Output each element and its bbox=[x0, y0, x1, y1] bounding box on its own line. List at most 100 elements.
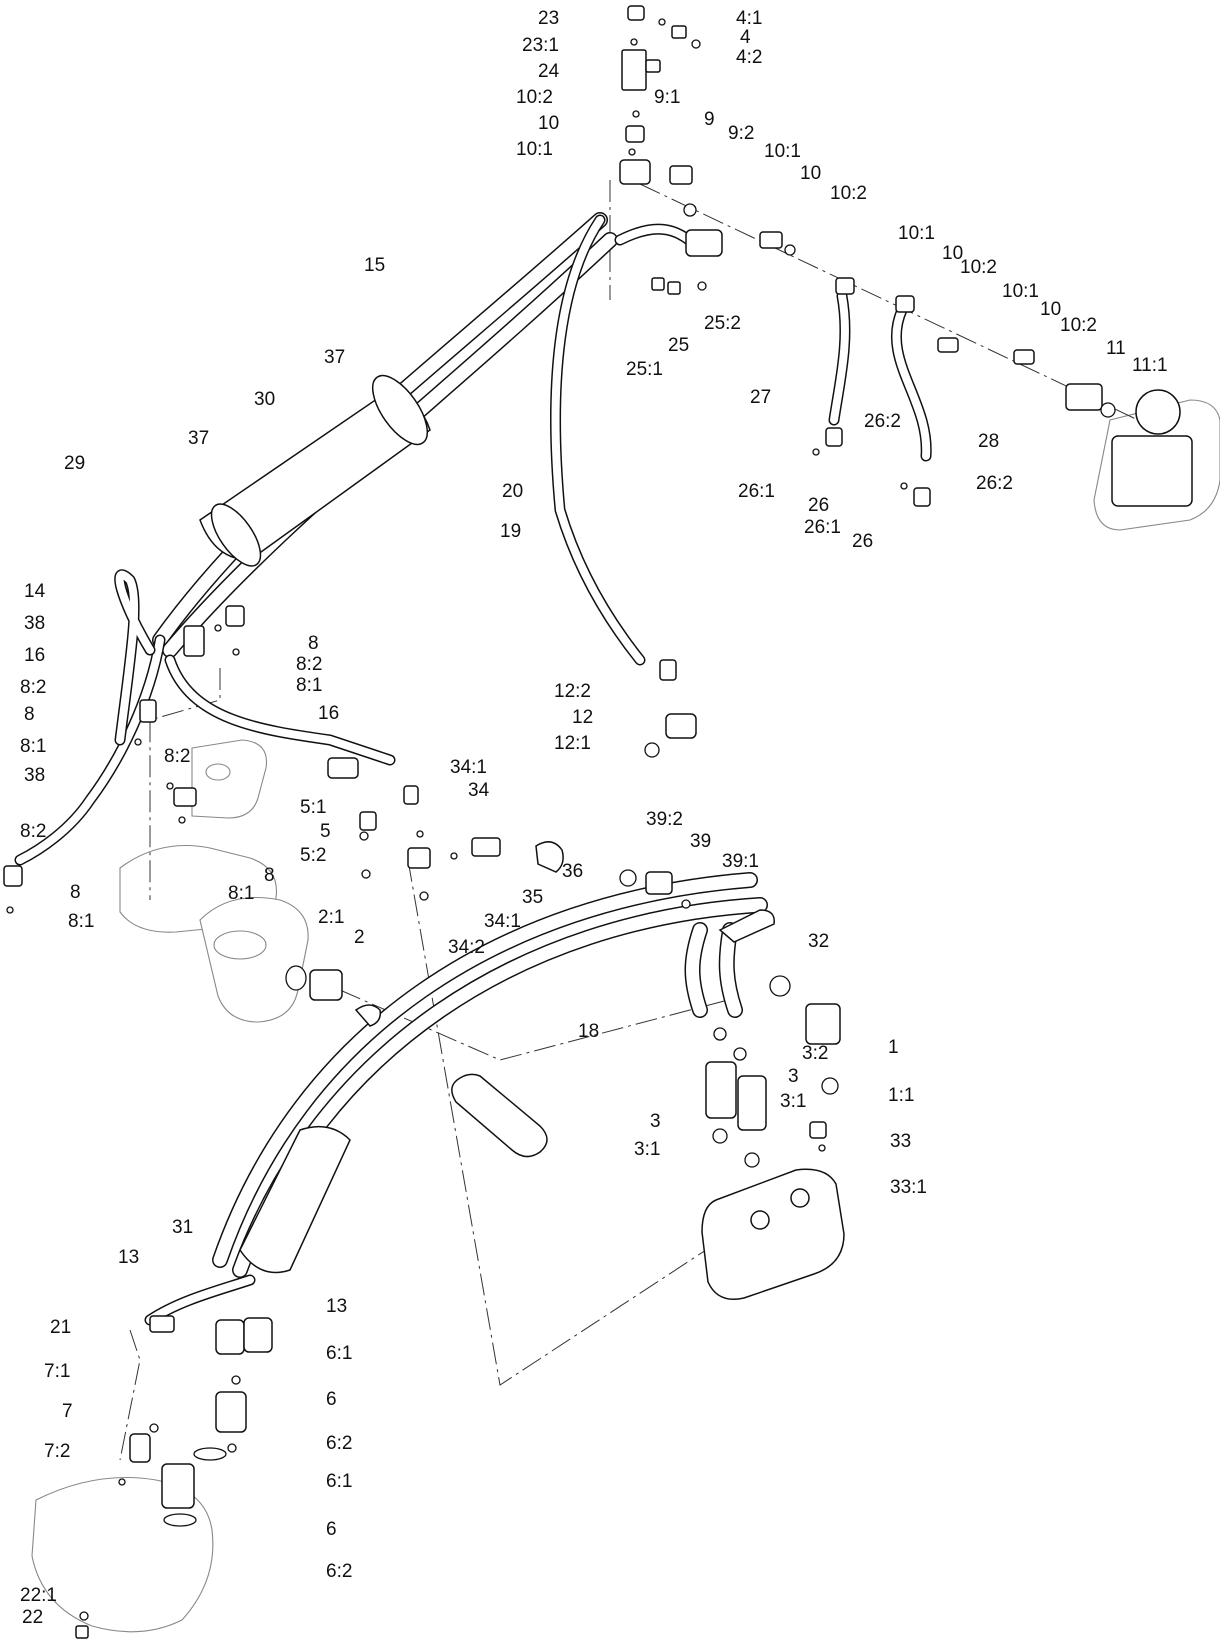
callout-label: 34:1 bbox=[484, 911, 521, 932]
callout-label: 16 bbox=[318, 703, 339, 724]
callout-label: 18 bbox=[578, 1021, 599, 1042]
callout-label: 37 bbox=[188, 428, 209, 449]
callout-label: 11 bbox=[1106, 338, 1126, 359]
callout-label: 10 bbox=[942, 243, 963, 264]
callout-label: 19 bbox=[500, 521, 521, 542]
callout-label: 12:1 bbox=[554, 733, 591, 754]
callout-label: 10:1 bbox=[898, 223, 935, 244]
callout-label: 10:1 bbox=[1002, 281, 1039, 302]
callout-label: 9:1 bbox=[654, 87, 680, 108]
callout-label: 2:1 bbox=[318, 907, 344, 928]
callout-label: 10:2 bbox=[830, 183, 867, 204]
hose-bundle bbox=[14, 212, 932, 1326]
callout-label: 3 bbox=[788, 1066, 799, 1087]
callout-label: 29 bbox=[64, 453, 85, 474]
callout-label: 27 bbox=[750, 387, 771, 408]
callout-label: 35 bbox=[522, 887, 543, 908]
callout-label: 8:2 bbox=[20, 821, 46, 842]
callout-label: 10 bbox=[1040, 299, 1061, 320]
callout-label: 26 bbox=[852, 531, 873, 552]
callout-label: 5:1 bbox=[300, 797, 326, 818]
callout-label: 31 bbox=[172, 1217, 193, 1238]
callout-label: 20 bbox=[502, 481, 523, 502]
callout-label: 6:1 bbox=[326, 1471, 352, 1492]
callout-label: 14 bbox=[24, 581, 46, 602]
callout-label: 13 bbox=[326, 1296, 347, 1317]
callout-label: 10:1 bbox=[764, 141, 801, 162]
callout-label: 28 bbox=[978, 431, 999, 452]
callout-label: 8:2 bbox=[20, 677, 46, 698]
callout-label: 10 bbox=[800, 163, 821, 184]
callout-label: 8:2 bbox=[296, 654, 322, 675]
callout-label: 8 bbox=[264, 865, 275, 886]
callout-label: 39:2 bbox=[646, 809, 683, 830]
callout-label: 26:2 bbox=[864, 411, 901, 432]
callout-label: 12 bbox=[572, 707, 593, 728]
callout-label: 9 bbox=[704, 109, 715, 130]
callout-label: 10:2 bbox=[516, 87, 553, 108]
callout-label: 39:1 bbox=[722, 851, 759, 872]
callout-label: 4 bbox=[740, 27, 751, 48]
callout-label: 34:1 bbox=[450, 757, 487, 778]
callout-label: 22 bbox=[22, 1607, 43, 1628]
callout-label: 6:2 bbox=[326, 1561, 352, 1582]
callout-label: 38 bbox=[24, 765, 45, 786]
callout-label: 33 bbox=[890, 1131, 911, 1152]
callout-label: 8:1 bbox=[68, 911, 94, 932]
callout-label: 38 bbox=[24, 613, 45, 634]
callout-label: 3 bbox=[650, 1111, 661, 1132]
callout-label: 25:2 bbox=[704, 313, 741, 334]
callout-label: 8:1 bbox=[228, 883, 254, 904]
callout-label: 7 bbox=[62, 1401, 73, 1422]
callout-label: 7:1 bbox=[44, 1361, 70, 1382]
callout-label: 23:1 bbox=[522, 35, 559, 56]
callout-label: 7:2 bbox=[44, 1441, 70, 1462]
callout-label: 6 bbox=[326, 1389, 337, 1410]
callout-label: 25:1 bbox=[626, 359, 663, 380]
callout-label: 2 bbox=[354, 927, 365, 948]
callout-label: 13 bbox=[118, 1247, 139, 1268]
callout-label: 3:1 bbox=[634, 1139, 660, 1160]
callout-label: 8:1 bbox=[20, 736, 46, 757]
callout-label: 34:2 bbox=[448, 937, 485, 958]
callout-label: 32 bbox=[808, 931, 829, 952]
callout-label: 1:1 bbox=[888, 1085, 914, 1106]
assembly-centerlines bbox=[119, 180, 1139, 1461]
callout-label: 26:1 bbox=[738, 481, 775, 502]
callout-label: 8:1 bbox=[296, 675, 322, 696]
callout-label: 22:1 bbox=[20, 1585, 57, 1606]
callout-label: 6 bbox=[326, 1519, 337, 1540]
callout-label: 34 bbox=[468, 780, 490, 801]
callout-label: 24 bbox=[538, 61, 560, 82]
callout-label: 23 bbox=[538, 8, 559, 29]
callout-label: 6:1 bbox=[326, 1343, 352, 1364]
callout-label: 10:2 bbox=[1060, 315, 1097, 336]
callout-label: 10:1 bbox=[516, 139, 553, 160]
callout-label: 33:1 bbox=[890, 1177, 927, 1198]
callout-label: 10:2 bbox=[960, 257, 997, 278]
callout-label: 8 bbox=[308, 633, 319, 654]
callout-label: 10 bbox=[538, 113, 559, 134]
callout-label: 1 bbox=[888, 1037, 899, 1058]
callout-label: 30 bbox=[254, 389, 275, 410]
callout-label: 8 bbox=[24, 704, 35, 725]
fittings bbox=[3, 5, 1193, 1639]
callout-label: 5:2 bbox=[300, 845, 326, 866]
callout-label: 37 bbox=[324, 347, 345, 368]
callout-label: 26 bbox=[808, 495, 829, 516]
callout-label: 16 bbox=[24, 645, 45, 666]
callout-label: 8 bbox=[70, 882, 81, 903]
callout-label: 9:2 bbox=[728, 123, 754, 144]
callout-label: 5 bbox=[320, 821, 331, 842]
callout-label: 26:2 bbox=[976, 473, 1013, 494]
callout-label: 8:2 bbox=[164, 746, 190, 767]
callout-label: 3:1 bbox=[780, 1091, 806, 1112]
callout-label: 3:2 bbox=[802, 1043, 828, 1064]
callout-label: 21 bbox=[50, 1317, 71, 1338]
callout-label: 4:2 bbox=[736, 47, 762, 68]
callout-label: 11:1 bbox=[1132, 355, 1168, 376]
callout-label: 12:2 bbox=[554, 681, 591, 702]
callout-label: 39 bbox=[690, 831, 711, 852]
